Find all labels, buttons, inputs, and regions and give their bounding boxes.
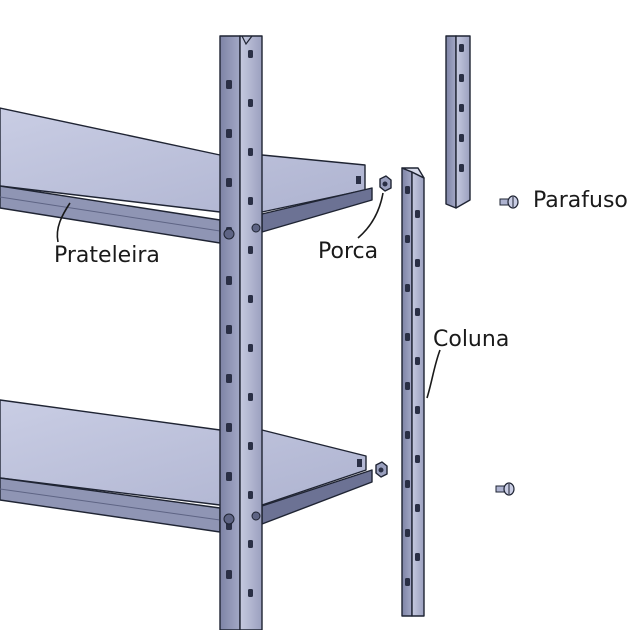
nut-leader-line [357, 192, 384, 239]
column-coluna [401, 167, 425, 617]
slot-hole [415, 259, 420, 267]
slot-hole [248, 197, 253, 205]
slot-hole [415, 357, 420, 365]
label-column: Coluna [433, 327, 509, 352]
slot-hole [226, 129, 232, 138]
slot-hole [405, 578, 410, 586]
slot-hole [226, 374, 232, 383]
slot-hole [405, 186, 410, 194]
shelf-leader-line [56, 202, 71, 243]
column-slots [248, 50, 253, 597]
slot-hole [226, 570, 232, 579]
slot-hole [459, 44, 464, 52]
slot-hole [415, 455, 420, 463]
slot-hole [226, 423, 232, 432]
slot-hole [405, 235, 410, 243]
slot-hole [459, 134, 464, 142]
column-slots [459, 44, 464, 172]
slot-hole [459, 104, 464, 112]
screw-upper [499, 195, 519, 209]
slot-hole [248, 540, 253, 548]
slot-hole [405, 382, 410, 390]
slot-hole [248, 344, 253, 352]
slot-hole [226, 472, 232, 481]
slot-hole [415, 504, 420, 512]
slot-hole [248, 148, 253, 156]
slot-hole [226, 178, 232, 187]
slot-hole [405, 529, 410, 537]
label-nut: Porca [318, 239, 378, 264]
nut-upper [379, 175, 392, 192]
label-shelf: Prateleira [54, 243, 160, 268]
main-column [219, 35, 263, 630]
shelf-slot [357, 459, 362, 467]
slot-hole [248, 50, 253, 58]
slot-hole [459, 74, 464, 82]
slot-hole [459, 164, 464, 172]
label-screw: Parafuso [533, 188, 628, 213]
lower-shelf [0, 399, 373, 533]
slot-hole [415, 406, 420, 414]
column-leader-line [426, 349, 441, 399]
slot-hole [226, 80, 232, 89]
slot-hole [415, 210, 420, 218]
slot-hole [415, 553, 420, 561]
bolt-head-icon [251, 511, 261, 521]
column-slots [405, 186, 420, 586]
slot-hole [405, 333, 410, 341]
slot-hole [248, 393, 253, 401]
slot-hole [248, 589, 253, 597]
slot-hole [248, 99, 253, 107]
slot-hole [248, 491, 253, 499]
slot-hole [248, 295, 253, 303]
upper-shelf [0, 107, 373, 244]
screw-lower [495, 482, 515, 496]
slot-hole [405, 431, 410, 439]
column-piece-upper [445, 35, 471, 209]
nut-lower [375, 461, 388, 478]
slot-hole [405, 284, 410, 292]
slot-hole [248, 442, 253, 450]
bolt-head-icon [223, 228, 235, 240]
slot-hole [415, 308, 420, 316]
slot-hole [226, 325, 232, 334]
bolt-head-icon [223, 513, 235, 525]
slot-hole [248, 246, 253, 254]
slot-hole [405, 480, 410, 488]
bolt-head-icon [251, 223, 261, 233]
shelf-slot [356, 176, 361, 184]
slot-hole [226, 276, 232, 285]
